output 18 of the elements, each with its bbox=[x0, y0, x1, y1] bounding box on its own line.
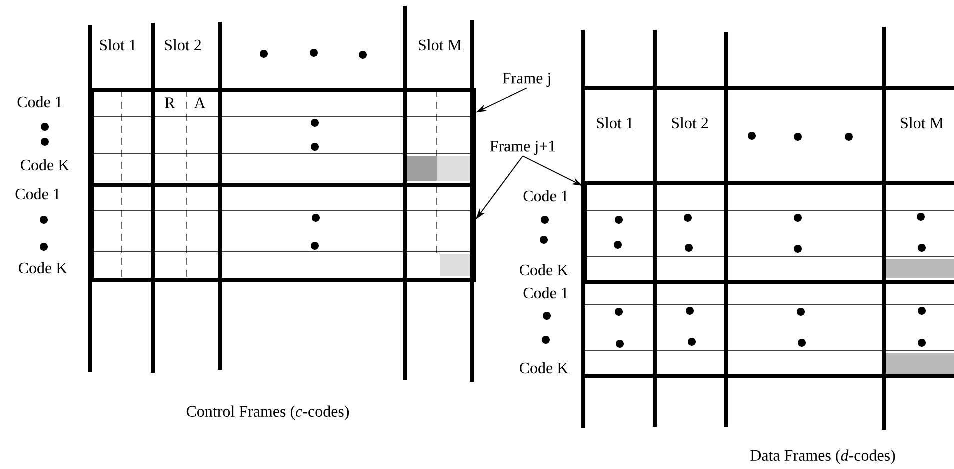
code-label: Code 1 bbox=[16, 188, 60, 200]
field-label: R bbox=[165, 98, 176, 108]
frame-band bbox=[583, 181, 954, 284]
slot-label: Slot 2 bbox=[672, 117, 708, 129]
frame-label: Frame j+1 bbox=[490, 141, 556, 155]
code-label: Code K bbox=[520, 362, 568, 374]
caption: Data Frames (d-codes) bbox=[750, 450, 896, 464]
caption: Control Frames (c-codes) bbox=[186, 406, 350, 420]
frame-label: Frame j bbox=[502, 73, 550, 87]
code-label: Code 1 bbox=[18, 96, 62, 108]
field-label: A bbox=[194, 98, 206, 108]
slot-label: Slot M bbox=[419, 39, 462, 51]
code-label: Code K bbox=[21, 159, 70, 171]
code-label: Code K bbox=[520, 264, 568, 276]
slot-label: Slot M bbox=[901, 117, 944, 129]
code-label: Code 1 bbox=[524, 190, 568, 202]
code-label: Code 1 bbox=[524, 287, 568, 299]
slot-label: Slot 2 bbox=[165, 39, 202, 51]
